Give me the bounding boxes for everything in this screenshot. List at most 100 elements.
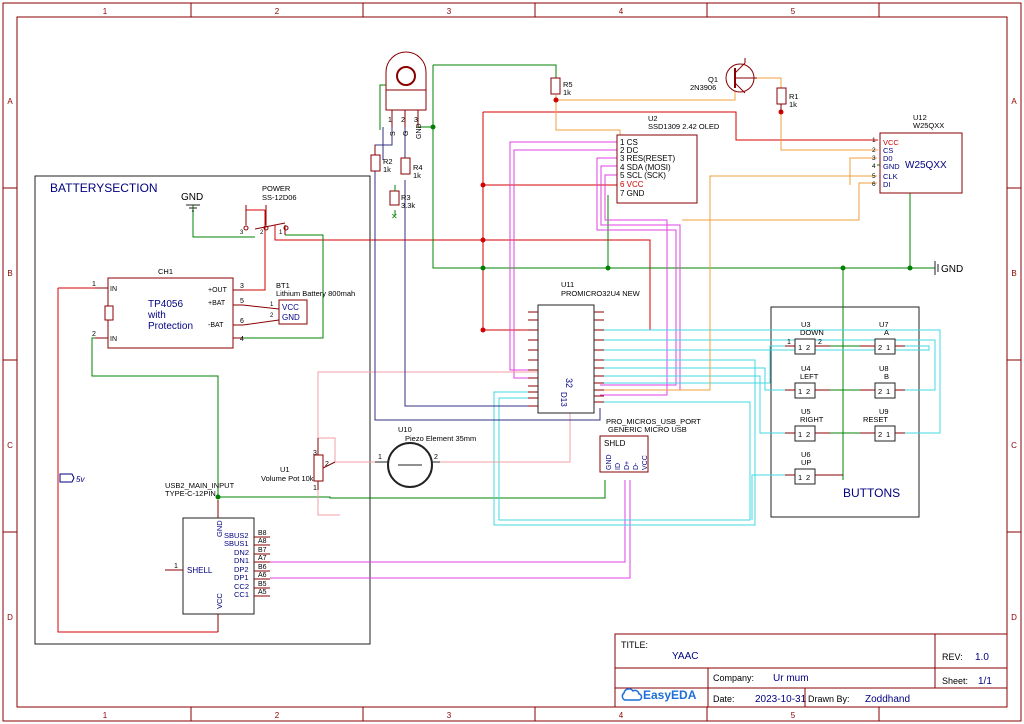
buttons-section-title: BUTTONS xyxy=(843,486,900,500)
svg-text:1: 1 xyxy=(798,343,802,352)
svg-text:CC1: CC1 xyxy=(234,590,249,599)
svg-text:2: 2 xyxy=(806,387,810,396)
data-wires xyxy=(270,141,681,579)
svg-text:VCC: VCC xyxy=(215,593,224,609)
svg-text:+OUT: +OUT xyxy=(208,287,228,294)
resistor-r1: R1 1k xyxy=(776,87,799,112)
svg-text:Q1: Q1 xyxy=(708,75,718,84)
svg-text:U6: U6 xyxy=(801,450,811,459)
svg-text:1k: 1k xyxy=(383,165,391,174)
svg-text:W25QXX: W25QXX xyxy=(905,160,947,171)
svg-text:1: 1 xyxy=(886,430,890,439)
piezo: U10 Piezo Element 35mm 1 2 xyxy=(375,425,476,488)
gnd-symbol xyxy=(186,204,200,212)
svg-text:A5: A5 xyxy=(258,589,267,596)
buttons-section-box xyxy=(770,306,920,518)
junctions xyxy=(480,97,784,333)
svg-text:SBUS1: SBUS1 xyxy=(224,539,249,548)
svg-text:B8: B8 xyxy=(258,530,267,537)
svg-text:B5: B5 xyxy=(258,581,267,588)
svg-text:R5: R5 xyxy=(563,80,573,89)
col-marker: 3 xyxy=(447,711,452,720)
svg-text:1k: 1k xyxy=(413,171,421,180)
svg-text:2: 2 xyxy=(92,331,96,338)
easyeda-logo: EasyEDA xyxy=(621,688,697,702)
svg-text:TP4056: TP4056 xyxy=(148,299,183,310)
svg-text:1: 1 xyxy=(174,563,178,570)
svg-text:POWER: POWER xyxy=(262,184,291,193)
svg-text:2: 2 xyxy=(806,430,810,439)
svg-text:SSD1309 2.42 OLED: SSD1309 2.42 OLED xyxy=(648,122,720,131)
col-marker: 3 xyxy=(447,7,452,16)
svg-text:VCC: VCC xyxy=(642,455,649,470)
svg-text:R3: R3 xyxy=(401,193,411,202)
svg-text:S: S xyxy=(390,131,397,136)
svg-text:3: 3 xyxy=(872,155,876,162)
transistor-q1: Q1 2N3906 xyxy=(690,58,757,94)
svg-text:D-: D- xyxy=(633,462,640,470)
svg-text:2 DC: 2 DC xyxy=(620,146,638,155)
svg-text:DOWN: DOWN xyxy=(800,328,824,337)
button-down: U3 DOWN 1 2 1 2 xyxy=(785,320,830,355)
svg-text:B7: B7 xyxy=(258,547,267,554)
drawn-label: Drawn By: xyxy=(808,694,850,704)
svg-text:TYPE-C-12PIN: TYPE-C-12PIN xyxy=(165,489,216,498)
svg-text:GND: GND xyxy=(606,454,613,470)
row-marker: C xyxy=(1011,441,1017,450)
col-marker: 1 xyxy=(103,711,108,720)
svg-text:2: 2 xyxy=(878,387,882,396)
col-marker: 1 xyxy=(103,7,108,16)
svg-text:6 VCC: 6 VCC xyxy=(620,180,644,189)
svg-text:4: 4 xyxy=(240,336,244,343)
svg-text:CLK: CLK xyxy=(883,172,898,181)
svg-text:Protection: Protection xyxy=(148,321,193,332)
svg-text:+BAT: +BAT xyxy=(208,300,226,307)
sheet-label: Sheet: xyxy=(942,676,968,686)
svg-text:2: 2 xyxy=(325,461,329,468)
svg-text:DP1: DP1 xyxy=(234,573,249,582)
row-marker: A xyxy=(1011,97,1017,106)
svg-text:D+: D+ xyxy=(624,461,631,470)
gnd-label: GND xyxy=(181,192,203,203)
svg-text:U2: U2 xyxy=(648,114,658,123)
svg-text:RIGHT: RIGHT xyxy=(800,415,824,424)
svg-text:GND: GND xyxy=(883,162,900,171)
svg-text:W25QXX: W25QXX xyxy=(913,121,944,130)
svg-text:2: 2 xyxy=(806,473,810,482)
svg-text:Piezo Element 35mm: Piezo Element 35mm xyxy=(405,434,476,443)
svg-text:32: 32 xyxy=(564,378,574,388)
svg-text:1: 1 xyxy=(886,387,890,396)
svg-text:Lithium Battery 800mah: Lithium Battery 800mah xyxy=(276,289,355,298)
button-right: U5 RIGHT 1 2 xyxy=(785,407,830,442)
svg-text:1: 1 xyxy=(787,339,791,346)
svg-text:5: 5 xyxy=(240,298,244,305)
svg-text:✕: ✕ xyxy=(391,212,398,221)
svg-text:1k: 1k xyxy=(789,100,797,109)
svg-text:PROMICRO32U4 NEW: PROMICRO32U4 NEW xyxy=(561,289,641,298)
svg-text:R2: R2 xyxy=(383,157,393,166)
svg-text:2: 2 xyxy=(270,313,274,319)
gnd-wires xyxy=(91,64,935,499)
company-label: Company: xyxy=(713,673,754,683)
svg-text:A7: A7 xyxy=(258,555,267,562)
svg-text:U10: U10 xyxy=(398,425,412,434)
svg-text:3: 3 xyxy=(240,283,244,290)
svg-text:Volume Pot 10k: Volume Pot 10k xyxy=(261,474,314,483)
svg-text:7 GND: 7 GND xyxy=(620,189,645,198)
company-value: Ur mum xyxy=(773,673,809,684)
svg-text:2N3906: 2N3906 xyxy=(690,83,716,92)
svg-text:5 SCL (SCK): 5 SCL (SCK) xyxy=(620,171,666,180)
flash-wires xyxy=(555,77,878,391)
button-left: U4 LEFT 1 2 xyxy=(785,364,830,399)
svg-text:DP2: DP2 xyxy=(234,565,249,574)
svg-text:A8: A8 xyxy=(258,538,267,545)
button-b: U8 B 2 1 xyxy=(860,364,905,399)
five-v-flag: 5v xyxy=(59,473,85,484)
svg-text:3.3k: 3.3k xyxy=(401,201,415,210)
svg-text:CH1: CH1 xyxy=(158,267,173,276)
row-marker: B xyxy=(7,269,12,278)
svg-text:U1: U1 xyxy=(280,465,290,474)
button-wires xyxy=(493,329,941,526)
col-marker: 4 xyxy=(619,7,624,16)
